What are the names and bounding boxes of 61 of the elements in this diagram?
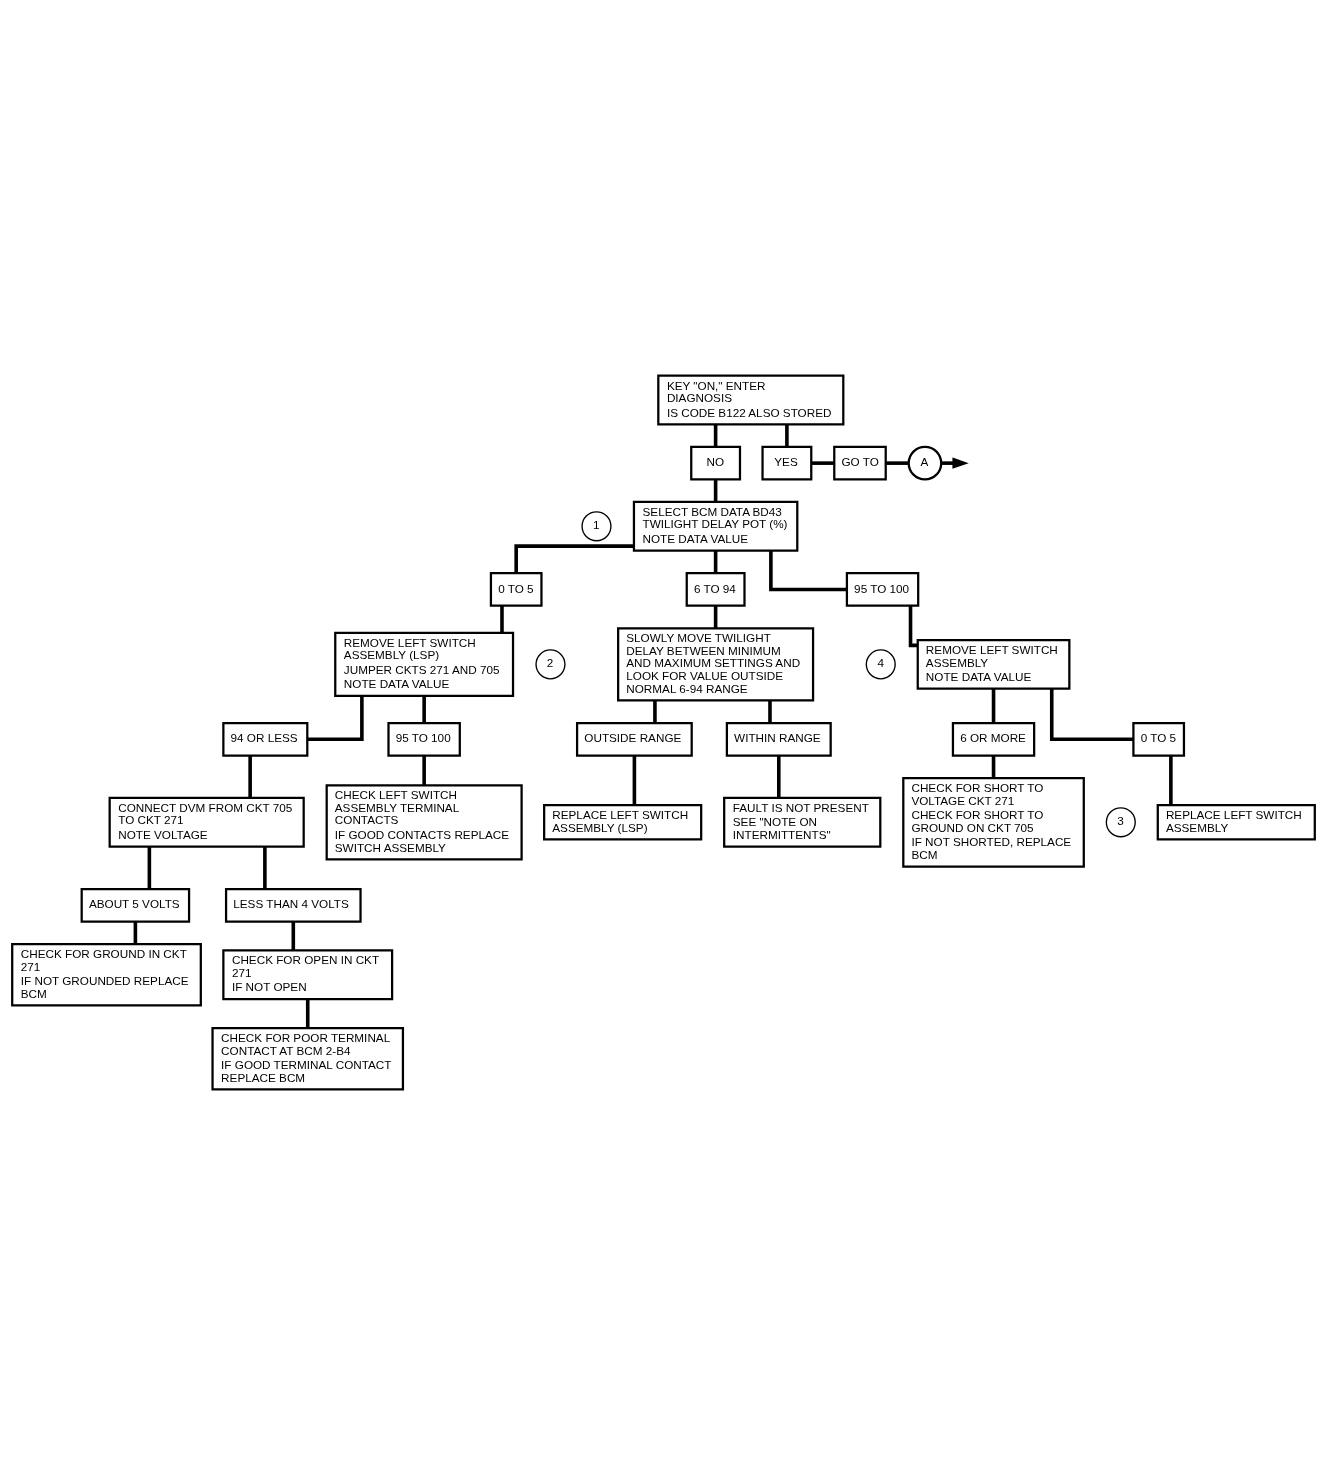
node-box: SELECT BCM DATA BD43 TWILIGHT DELAY POT (%) NOTE DATA VALUE <box>632 500 799 552</box>
node-box: WITHIN RANGE <box>725 721 832 757</box>
node-box: CONNECT DVM FROM CKT 705 TO CKT 271 NOTE VOLTAGE <box>108 796 305 848</box>
node-box: 0 TO 5 <box>1132 721 1186 757</box>
connector <box>263 846 267 889</box>
connector <box>133 921 138 944</box>
node-box: SLOWLY MOVE TWILIGHT DELAY BETWEEN MINIMUM AND MAXIMUM SETTINGS AND LOOK FOR VALUE OUTSIDE NORMAL 6-94 RANGE <box>617 626 815 702</box>
connector <box>713 550 718 573</box>
node-box: CHECK FOR SHORT TO VOLTAGE CKT 271 CHECK FOR SHORT TO GROUND ON CKT 705 IF NOT SHORTED, REPLACE BCM <box>902 776 1085 868</box>
connector <box>769 550 847 591</box>
connector <box>1169 755 1173 805</box>
node-box: REMOVE LEFT SWITCH ASSEMBLY NOTE DATA VALUE <box>916 638 1071 690</box>
node-box: 0 TO 5 <box>489 571 543 607</box>
connector <box>422 755 426 785</box>
connector <box>768 700 772 723</box>
connector <box>713 424 718 447</box>
connector <box>991 755 996 778</box>
node-box: YES <box>761 445 813 480</box>
connector <box>886 460 909 465</box>
node-circle: 4 <box>865 648 896 679</box>
node-box: 95 TO 100 <box>845 571 920 607</box>
node-box: GO TO <box>833 445 887 480</box>
connector <box>307 695 364 741</box>
node-box: 6 OR MORE <box>951 721 1036 757</box>
connector <box>514 543 634 573</box>
node-box: CHECK FOR OPEN IN CKT 271 IF NOT OPEN <box>222 948 394 1000</box>
node-box: FAULT IS NOT PRESENT SEE "NOTE ON INTERMITTENTS" <box>723 796 882 848</box>
connector <box>305 999 310 1028</box>
connector <box>991 688 996 723</box>
node-circle: 1 <box>581 510 612 541</box>
node-box: REPLACE LEFT SWITCH ASSEMBLY <box>1156 803 1316 841</box>
node-box: LESS THAN 4 VOLTS <box>224 887 362 923</box>
node-box: NO <box>690 445 742 480</box>
connector <box>422 695 426 723</box>
connector <box>811 460 835 465</box>
node-box: OUTSIDE RANGE <box>575 721 693 757</box>
connector <box>632 755 637 805</box>
connector <box>653 700 657 723</box>
connector <box>713 605 718 628</box>
node-box: REMOVE LEFT SWITCH ASSEMBLY (LSP) JUMPER CKTS 271 AND 705 NOTE DATA VALUE <box>334 631 515 697</box>
node-box: CHECK FOR GROUND IN CKT 271 IF NOT GROUNDED REPLACE BCM <box>11 942 202 1007</box>
connector <box>500 605 504 633</box>
node-box: KEY "ON," ENTER DIAGNOSIS IS CODE B122 ALSO STORED <box>657 374 845 425</box>
node-box: CHECK LEFT SWITCH ASSEMBLY TERMINAL CONTACTS IF GOOD CONTACTS REPLACE SWITCH ASSEMBLY <box>325 783 523 860</box>
node-box: ABOUT 5 VOLTS <box>80 887 191 923</box>
node-box: 95 TO 100 <box>387 721 461 757</box>
connector <box>908 605 918 647</box>
node-circle: 2 <box>535 648 566 679</box>
node-circle: A <box>907 445 943 480</box>
connector <box>713 478 718 502</box>
node-circle: 3 <box>1105 806 1136 837</box>
connector <box>147 846 152 889</box>
node-box: REPLACE LEFT SWITCH ASSEMBLY (LSP) <box>543 803 703 841</box>
connector <box>776 755 781 798</box>
node-box: CHECK FOR POOR TERMINAL CONTACT AT BCM 2-B4 IF GOOD TERMINAL CONTACT REPLACE BCM <box>211 1026 405 1091</box>
connector <box>291 921 296 950</box>
node-box: 6 TO 94 <box>685 571 746 607</box>
connector <box>1049 688 1134 741</box>
node-box: 94 OR LESS <box>222 721 309 757</box>
connector <box>248 755 252 798</box>
connector <box>785 424 789 447</box>
